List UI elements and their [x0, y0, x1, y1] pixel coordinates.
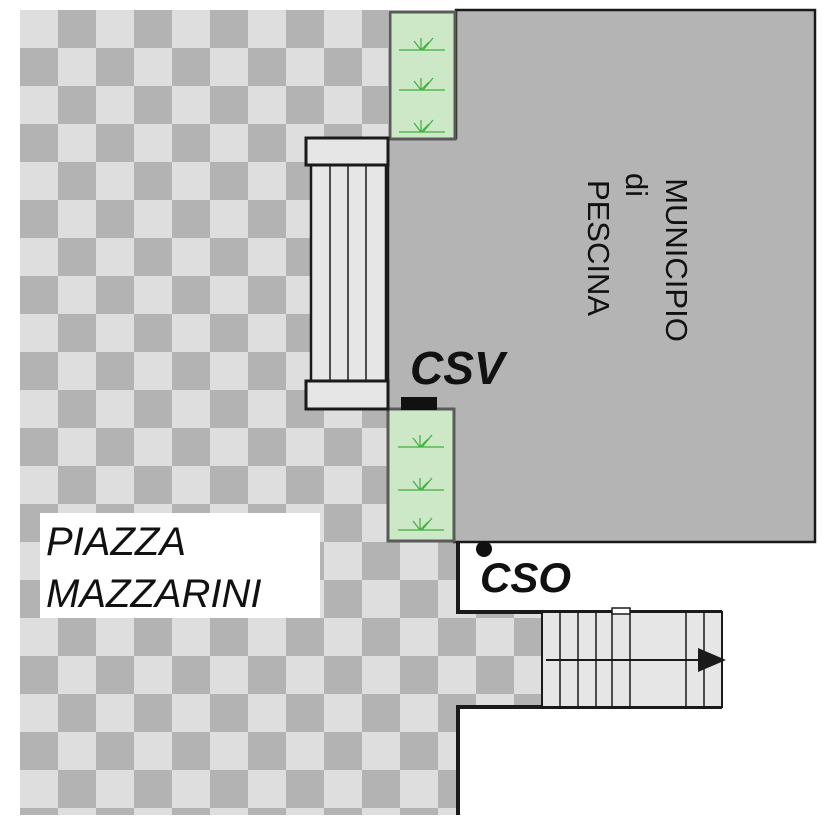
side-stair-top-notch	[611, 607, 631, 615]
piazza-label-line-2: MAZZARINI	[46, 572, 262, 616]
plant-symbols-bottom	[398, 434, 444, 531]
plant-symbol	[399, 37, 445, 51]
garden-bed-top	[388, 10, 457, 141]
municipio-label-line-2: di	[619, 173, 654, 197]
plant-symbol	[398, 434, 444, 448]
piazza-label-line-1: PIAZZA	[46, 520, 186, 564]
municipio-label-line-1: MUNICIPIO	[659, 178, 694, 342]
piazza-paving-stair-landing	[458, 612, 542, 705]
piazza-label-box	[40, 513, 320, 618]
front-staircase	[304, 136, 390, 411]
stair-landing-bottom	[304, 379, 390, 411]
cso-marker	[476, 541, 492, 557]
plant-symbol	[399, 77, 445, 91]
stair-direction-arrow	[698, 648, 726, 672]
cso-label: CSO	[480, 554, 571, 601]
stair-landing-top	[304, 136, 390, 167]
side-staircase	[541, 607, 726, 708]
piazza-paving-lower	[388, 540, 458, 815]
garden-bed-bottom	[386, 407, 456, 543]
street-edge-lower	[456, 705, 722, 815]
plant-symbol	[398, 517, 444, 531]
piazza-paving	[20, 10, 388, 815]
plant-symbol	[398, 477, 444, 491]
csv-marker	[401, 397, 437, 410]
plant-symbols-top	[399, 37, 445, 133]
municipio-label: MUNICIPIO di PESCINA	[581, 173, 694, 342]
plant-symbol	[399, 119, 445, 133]
municipio-label-line-3: PESCINA	[581, 180, 616, 316]
csv-label: CSV	[410, 342, 508, 394]
